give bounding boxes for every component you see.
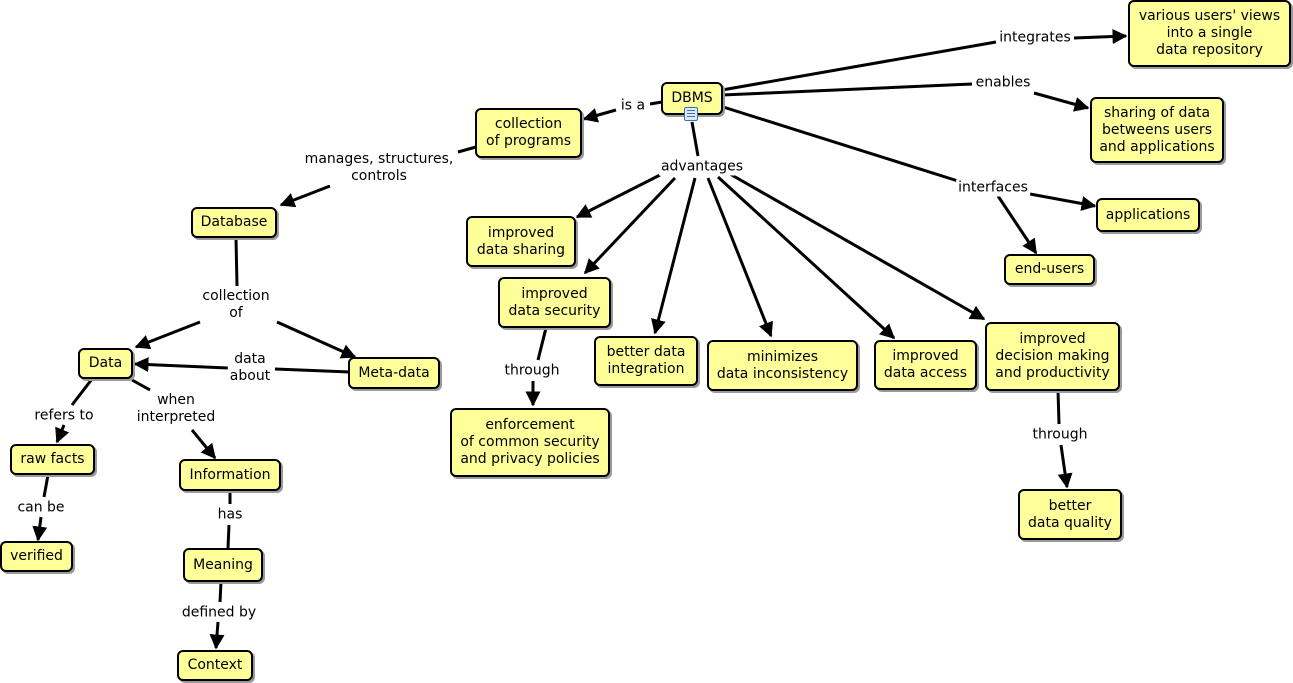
link-integrates[interactable]: integrates	[997, 29, 1073, 47]
link-has[interactable]: has	[215, 506, 245, 524]
link-can-be[interactable]: can be	[15, 499, 67, 517]
edge-decision-through	[1056, 389, 1061, 425]
edge-rawfacts-canbe	[42, 474, 50, 498]
link-interfaces[interactable]: interfaces	[956, 179, 1030, 197]
node-improved-data-security[interactable]: improved data security	[498, 277, 611, 328]
edge-interfaces-endusers	[996, 195, 1038, 255]
edge-through-quality	[1057, 444, 1073, 489]
node-information[interactable]: Information	[179, 459, 281, 491]
edge-dbms-interfaces	[719, 104, 959, 183]
link-defined-by[interactable]: defined by	[179, 604, 259, 622]
edge-enables-sharing	[1033, 91, 1090, 112]
node-improved-decision-making[interactable]: improved decision making and productivit…	[985, 322, 1120, 391]
edge-data-refersto	[70, 378, 94, 406]
edge-canbe-verified	[32, 516, 48, 542]
edge-programs-manages	[457, 145, 477, 154]
link-refers-to[interactable]: refers to	[32, 407, 96, 425]
edge-has-meaning	[226, 524, 231, 549]
node-various-users-views[interactable]: various users' views into a single data …	[1128, 0, 1291, 67]
node-sharing-of-data[interactable]: sharing of data betweens users and appli…	[1090, 97, 1224, 163]
node-minimizes-data-inconsistency[interactable]: minimizes data inconsistency	[707, 340, 858, 391]
edge-collectionof-data	[134, 320, 201, 350]
edge-integrates-views	[1073, 29, 1128, 45]
link-advantages[interactable]: advantages	[658, 158, 746, 176]
link-data-about[interactable]: data about	[227, 351, 273, 385]
node-better-data-quality[interactable]: better data quality	[1018, 489, 1122, 540]
edge-adv-sharing	[575, 173, 661, 219]
edge-manages-database	[279, 184, 331, 208]
edge-dbms-isa	[649, 100, 663, 106]
link-through-decision[interactable]: through	[1030, 426, 1090, 444]
link-collection-of[interactable]: collection of	[200, 288, 272, 322]
link-manages-structures-controls[interactable]: manages, structures, controls	[302, 151, 456, 185]
edge-data-wheninterpreted	[131, 378, 151, 392]
node-collection-of-programs[interactable]: collection of programs	[475, 108, 582, 158]
edge-interfaces-applications	[1029, 192, 1097, 211]
edge-dataabout-data	[133, 357, 229, 373]
edge-meaning-definedby	[218, 581, 223, 603]
node-meaning[interactable]: Meaning	[183, 548, 263, 582]
edge-adv-inconsistency	[706, 177, 773, 338]
edge-adv-access	[716, 175, 896, 340]
node-raw-facts[interactable]: raw facts	[10, 444, 95, 475]
node-verified[interactable]: verified	[0, 541, 73, 572]
node-applications[interactable]: applications	[1096, 198, 1200, 232]
node-improved-data-access[interactable]: improved data access	[874, 340, 977, 390]
node-improved-data-sharing[interactable]: improved data sharing	[466, 216, 576, 267]
edge-wheninterpreted-information	[190, 429, 217, 460]
link-through-security[interactable]: through	[502, 362, 562, 380]
edge-adv-decision	[729, 172, 986, 321]
link-when-interpreted[interactable]: when interpreted	[134, 392, 218, 426]
link-enables[interactable]: enables	[973, 74, 1033, 92]
edge-adv-security	[583, 176, 677, 275]
edge-metadata-dataabout	[274, 367, 351, 374]
node-database[interactable]: Database	[191, 207, 277, 238]
node-better-data-integration[interactable]: better data integration	[594, 336, 698, 386]
node-context[interactable]: Context	[177, 650, 253, 681]
edge-refersto-rawfacts	[55, 424, 70, 444]
edge-definedby-context	[209, 621, 225, 650]
node-enforcement-policies[interactable]: enforcement of common security and priva…	[450, 408, 610, 477]
edge-dbms-integrates	[721, 40, 997, 92]
node-data[interactable]: Data	[78, 348, 133, 379]
edge-adv-integration	[651, 177, 697, 335]
edge-database-collectionof	[234, 237, 239, 287]
edge-security-through	[536, 327, 548, 361]
edge-isa-programs	[582, 108, 617, 123]
node-end-users[interactable]: end-users	[1004, 254, 1095, 285]
edge-dbms-enables	[721, 82, 973, 97]
link-is-a[interactable]: is a	[618, 97, 648, 115]
edge-dbms-advantages	[690, 121, 700, 157]
document-icon[interactable]	[684, 107, 698, 121]
node-meta-data[interactable]: Meta-data	[348, 357, 440, 389]
edge-collectionof-metadata	[276, 320, 357, 359]
